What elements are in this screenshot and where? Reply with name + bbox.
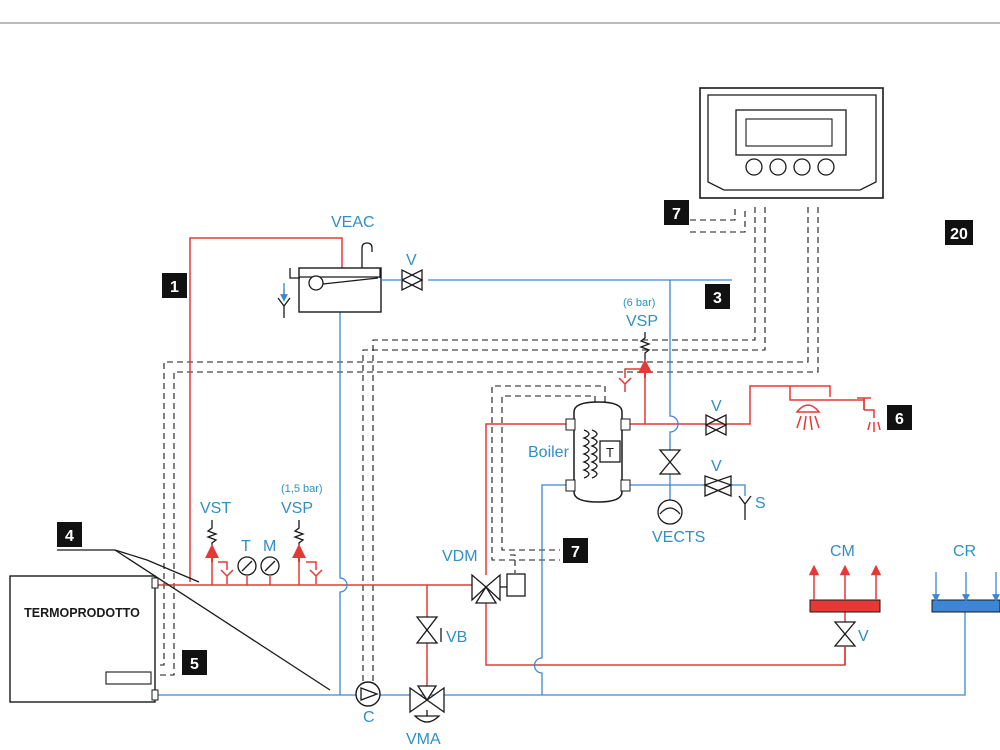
termoprodotto-unit: TERMOPRODOTTO <box>9 575 159 703</box>
svg-text:1: 1 <box>170 279 179 296</box>
label-vma: VMA <box>406 731 441 748</box>
safety-valve-vsp-top <box>638 332 652 378</box>
valve-vb <box>415 616 439 644</box>
manometer-gauge <box>260 556 280 585</box>
panel-knob-1 <box>745 158 763 176</box>
label-vsp-low-pressure: (1,5 bar) <box>281 483 323 495</box>
label-t: T <box>241 538 251 555</box>
termoprodotto-label: TERMOPRODOTTO <box>24 606 140 620</box>
boiler-tank: T <box>565 401 631 503</box>
label-cm: CM <box>830 543 855 560</box>
badge-3: 3 <box>705 284 730 309</box>
label-vst: VST <box>200 500 231 517</box>
panel-knob-4 <box>817 158 835 176</box>
panel-knob-2 <box>769 158 787 176</box>
badge-4: 4 <box>57 522 82 547</box>
valve-vma <box>409 685 445 723</box>
badge-7-top: 7 <box>664 200 689 225</box>
control-panel <box>699 87 884 199</box>
svg-text:20: 20 <box>950 226 968 243</box>
svg-text:3: 3 <box>713 290 722 307</box>
label-vsp-top-pressure: (6 bar) <box>623 297 655 309</box>
valve-vects-v <box>657 449 683 525</box>
label-vsp-low: VSP <box>281 500 313 517</box>
panel-knob-3 <box>793 158 811 176</box>
safety-valve-vsp-low <box>292 520 306 562</box>
thermometer-gauge <box>237 556 257 585</box>
boiler-thermostat-label: T <box>606 445 614 460</box>
valve-v-cm <box>833 621 857 665</box>
label-vsp-top: VSP <box>626 313 658 330</box>
radiator-cm <box>808 564 882 613</box>
label-v-mid: V <box>711 458 722 475</box>
label-v-hot: V <box>711 398 722 415</box>
shower-icon <box>795 404 821 431</box>
signal-wires <box>157 207 819 690</box>
badge-6: 6 <box>887 405 912 430</box>
badge-7-mid: 7 <box>563 538 588 563</box>
label-veac: VEAC <box>331 214 375 231</box>
badge-20: 20 <box>945 220 973 245</box>
label-vdm: VDM <box>442 548 478 565</box>
valve-vdm <box>471 573 526 604</box>
valve-v-top <box>381 268 424 292</box>
label-vb: VB <box>446 629 467 646</box>
label-m: M <box>263 538 276 555</box>
label-boiler: Boiler <box>528 444 570 461</box>
label-v-cm: V <box>858 628 869 645</box>
pump-c <box>355 681 381 707</box>
label-vects: VECTS <box>652 529 705 546</box>
badge-5: 5 <box>182 650 207 675</box>
boiler-thermostat <box>599 440 621 463</box>
svg-text:4: 4 <box>65 528 74 545</box>
expansion-tank-veac <box>277 242 382 318</box>
badge-1: 1 <box>162 273 187 298</box>
svg-text:5: 5 <box>190 656 199 673</box>
label-cr: CR <box>953 543 976 560</box>
label-s: S <box>755 495 766 512</box>
valve-v-hot <box>704 413 728 437</box>
hot-pipes <box>157 237 865 700</box>
svg-text:6: 6 <box>895 411 904 428</box>
label-c: C <box>363 709 375 726</box>
svg-text:7: 7 <box>571 544 580 561</box>
label-v-top: V <box>406 252 417 269</box>
svg-text:7: 7 <box>672 206 681 223</box>
valve-v-mid <box>703 475 752 520</box>
radiator-cr <box>931 572 1000 613</box>
safety-valve-vst <box>205 520 219 562</box>
tap-icon <box>857 397 881 432</box>
